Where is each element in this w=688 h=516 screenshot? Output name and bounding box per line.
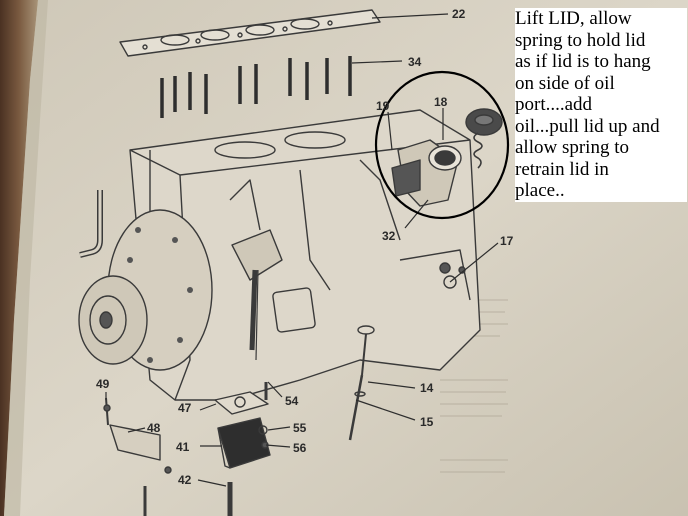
bracket (103, 397, 172, 474)
part-label: 34 (408, 55, 422, 69)
annotation-circle (374, 70, 510, 220)
part-label: 55 (293, 421, 307, 435)
part-label: 18 (434, 95, 448, 109)
part-label: 17 (500, 234, 514, 248)
part-label: 15 (420, 415, 434, 429)
engine-block-drawing (78, 9, 503, 516)
annotation-caption: Lift LID, allow spring to hold lid as if… (515, 8, 687, 202)
part-label: 48 (147, 421, 161, 435)
oil-filler-neck (391, 139, 462, 207)
oil-pump-assembly (214, 382, 271, 469)
part-label: 14 (420, 381, 434, 395)
leader-lines (105, 13, 499, 487)
book-spine (0, 0, 38, 516)
page-edge (4, 0, 48, 516)
part-label: 47 (178, 401, 192, 415)
pulley (78, 275, 148, 365)
engine-block (129, 109, 481, 401)
part-label: 56 (293, 441, 307, 455)
distributor-drive (231, 229, 283, 361)
part-label: 42 (178, 473, 192, 487)
head-studs (160, 56, 352, 118)
part-label: 41 (176, 440, 190, 454)
part-label: 54 (285, 394, 299, 408)
gasket-holes (142, 18, 333, 50)
part-label: 19 (376, 99, 390, 113)
part-labels: 22 34 19 18 32 17 49 47 48 54 55 41 56 1… (96, 7, 514, 487)
part-label: 49 (96, 377, 110, 391)
part-label: 22 (452, 7, 466, 21)
part-label: 32 (382, 229, 396, 243)
fittings (439, 262, 466, 289)
oil-filler-lid (465, 108, 503, 169)
dipstick (348, 325, 375, 441)
